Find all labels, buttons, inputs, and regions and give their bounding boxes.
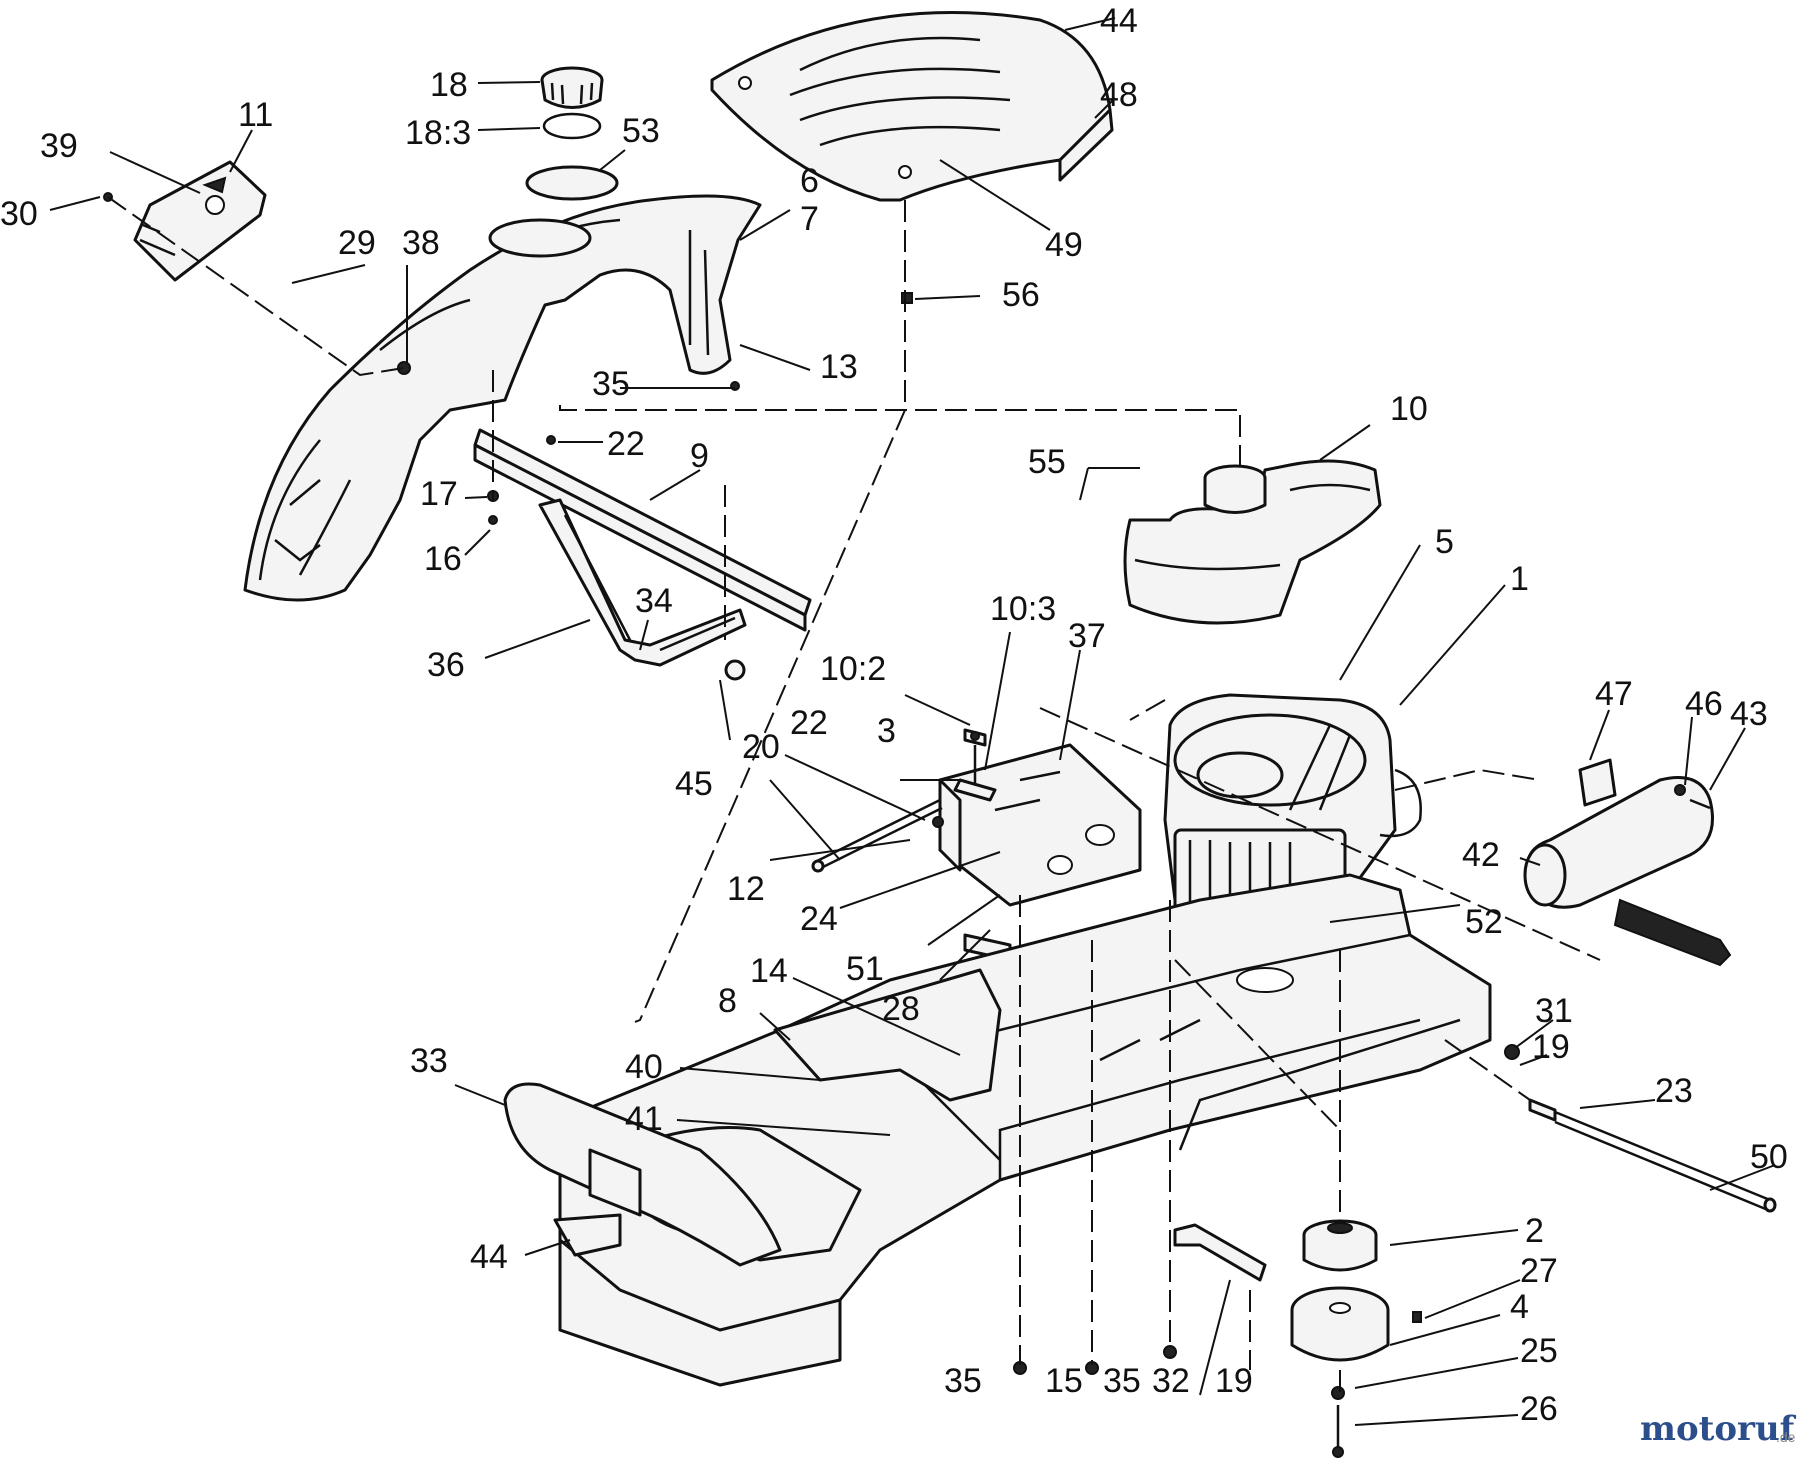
body-fender	[243, 194, 762, 602]
callout-51: 51	[846, 950, 884, 988]
engine-bracket	[938, 743, 1142, 962]
control-plate	[133, 160, 267, 282]
callout-49: 49	[1045, 226, 1083, 264]
callout-4: 4	[1510, 1288, 1529, 1326]
callout-31: 31	[1535, 992, 1573, 1030]
callout-48: 48	[1100, 76, 1138, 114]
callout-33: 33	[410, 1042, 448, 1080]
callout-55: 55	[1028, 443, 1066, 481]
callout-42: 42	[1462, 836, 1500, 874]
callout-27: 27	[1520, 1252, 1558, 1290]
callout-23: 23	[1655, 1072, 1693, 1110]
fuel-cap-gasket	[542, 112, 602, 140]
callout-19-right: 19	[1532, 1028, 1570, 1066]
fuel-tank	[1123, 459, 1382, 625]
callout-10-2: 10:2	[820, 650, 886, 688]
leader-lines	[49, 17, 1776, 1426]
callout-9: 9	[690, 437, 709, 475]
callout-22-mid: 22	[790, 704, 828, 742]
callout-19-bottom: 19	[1215, 1362, 1253, 1400]
watermark-brand: motoruf	[1640, 1409, 1797, 1449]
callout-43: 43	[1730, 695, 1768, 733]
rod	[814, 798, 943, 872]
callout-8: 8	[718, 982, 737, 1020]
cross-bar	[473, 428, 812, 632]
callout-labels: 44 48 49 18 18:3 53 11 39 30 29 38 6 7 5…	[0, 2, 1788, 1428]
callout-34: 34	[635, 582, 673, 620]
callout-41: 41	[625, 1100, 663, 1138]
callout-50: 50	[1750, 1138, 1788, 1176]
rod-end	[811, 859, 825, 873]
callout-53: 53	[622, 112, 660, 150]
callout-38: 38	[402, 224, 440, 262]
callout-10-3: 10:3	[990, 590, 1056, 628]
callout-12: 12	[727, 870, 765, 908]
pto-clutch	[1290, 1286, 1390, 1362]
watermark-suffix: .de	[1776, 1429, 1796, 1445]
callout-30: 30	[0, 195, 38, 233]
callout-47: 47	[1595, 675, 1633, 713]
callout-32: 32	[1152, 1362, 1190, 1400]
clutch-bolt	[1332, 1405, 1344, 1458]
fuel-cap	[540, 66, 604, 109]
callout-26: 26	[1520, 1390, 1558, 1428]
callout-20: 20	[742, 728, 780, 766]
callout-40: 40	[625, 1048, 663, 1086]
callout-29: 29	[338, 224, 376, 262]
hood-cover	[710, 11, 1114, 202]
drive-pulley	[1302, 1219, 1378, 1272]
callout-52: 52	[1465, 903, 1503, 941]
front-bumper	[503, 1082, 782, 1267]
callout-11: 11	[238, 96, 273, 134]
callout-18: 18	[430, 66, 468, 104]
callout-45: 45	[675, 765, 713, 803]
callout-6: 6	[800, 162, 819, 200]
callout-10: 10	[1390, 390, 1428, 428]
muffler	[1523, 776, 1732, 967]
muffler-bolt	[1674, 784, 1711, 810]
callout-44-front: 44	[470, 1238, 508, 1276]
callout-17: 17	[420, 475, 458, 513]
callout-25: 25	[1520, 1332, 1558, 1370]
callout-22-top: 22	[607, 425, 645, 463]
seat-bracket	[538, 498, 747, 681]
callout-3: 3	[877, 712, 896, 750]
callout-7: 7	[800, 200, 819, 238]
callout-39: 39	[40, 127, 78, 165]
callout-15: 15	[1045, 1362, 1083, 1400]
belt-guide	[1173, 1223, 1267, 1282]
callout-28: 28	[882, 990, 920, 1028]
callout-37: 37	[1068, 617, 1106, 655]
callout-56: 56	[1002, 276, 1040, 314]
callout-35-rear: 35	[1103, 1362, 1141, 1400]
front-plate	[553, 1213, 622, 1257]
callout-46: 46	[1685, 685, 1723, 723]
muffler-gasket	[1578, 758, 1617, 807]
callout-44-hood: 44	[1100, 2, 1138, 40]
callout-13: 13	[820, 348, 858, 386]
assembly-lines	[107, 196, 1601, 1400]
watermark: motoruf .de	[1640, 1409, 1797, 1449]
callout-35-top: 35	[592, 365, 630, 403]
callout-1: 1	[1510, 560, 1529, 598]
callout-24: 24	[800, 900, 838, 938]
callout-16: 16	[424, 540, 462, 578]
callout-14: 14	[750, 952, 788, 990]
shaft	[1528, 1098, 1777, 1213]
callout-5: 5	[1435, 523, 1454, 561]
callout-35-front: 35	[944, 1362, 982, 1400]
fuel-seal	[525, 165, 619, 201]
callout-2: 2	[1525, 1212, 1544, 1250]
callout-18-3: 18:3	[405, 114, 471, 152]
callout-36: 36	[427, 646, 465, 684]
frame-plate	[773, 968, 1002, 1102]
